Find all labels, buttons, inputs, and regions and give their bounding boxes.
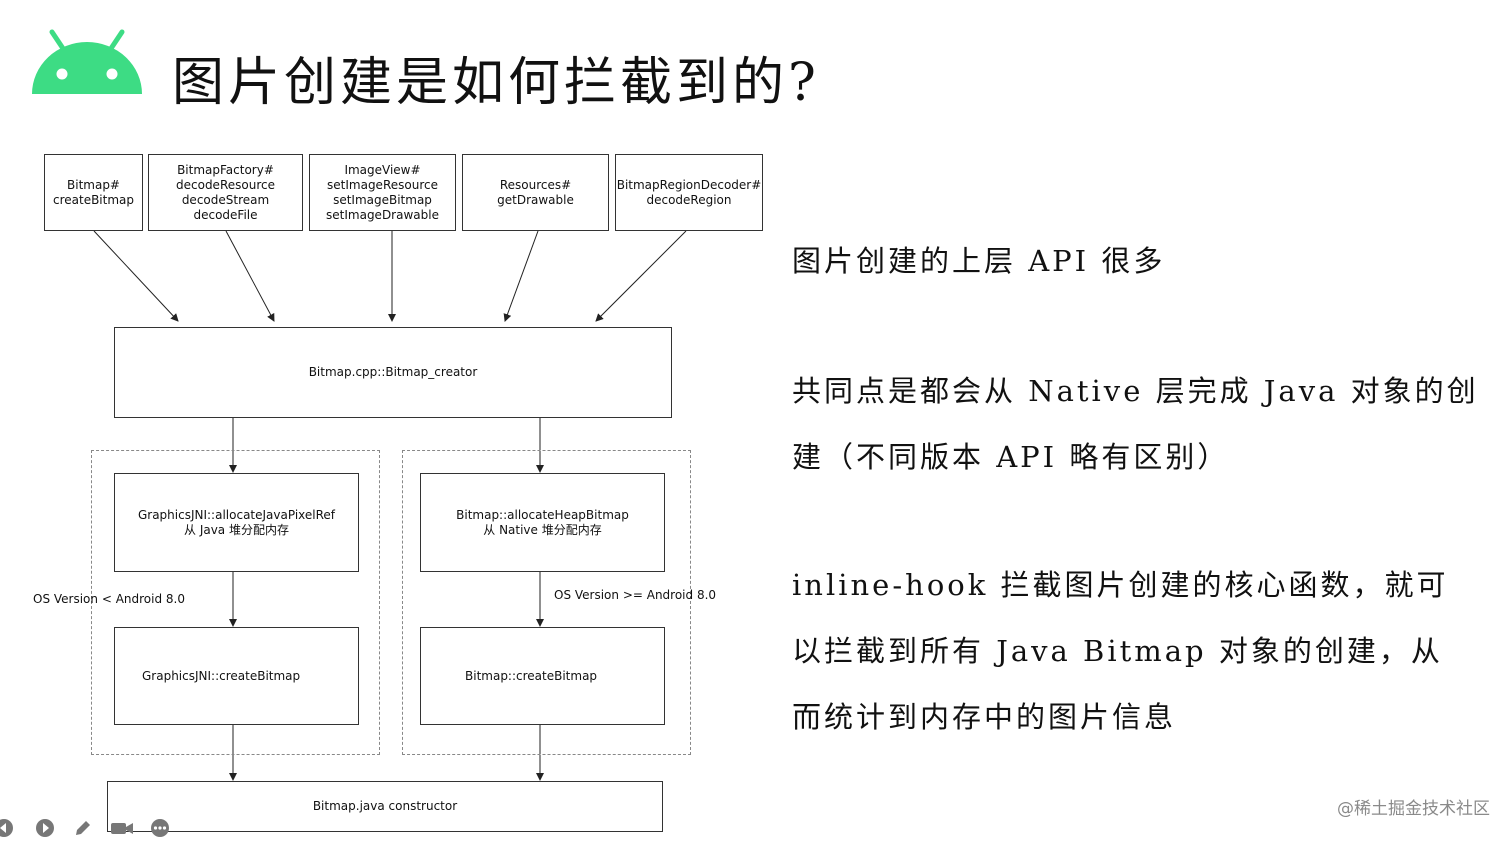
- watermark: @稀土掘金技术社区: [1337, 799, 1490, 819]
- api-box-imageview: ImageView# setImageResource setImageBitm…: [309, 154, 456, 231]
- condition-label-new: OS Version >= Android 8.0: [554, 588, 717, 602]
- graphics-jni-create-box: GraphicsJNI::createBitmap: [114, 627, 359, 725]
- android-logo-icon: [32, 29, 142, 94]
- slide-title: 图片创建是如何拦截到的?: [172, 53, 820, 113]
- condition-label-old: OS Version < Android 8.0: [33, 592, 185, 606]
- api-box-resources: Resources# getDrawable: [462, 154, 609, 231]
- java-alloc-box: GraphicsJNI::allocateJavaPixelRef 从 Java…: [114, 473, 359, 572]
- note-inline-hook: inline-hook 拦截图片创建的核心函数，就可 以拦截到所有 Java B…: [792, 568, 1449, 734]
- java-heap-group: [91, 450, 380, 755]
- api-box-bitmap: Bitmap# createBitmap: [44, 154, 143, 231]
- prev-icon[interactable]: [0, 818, 14, 838]
- api-box-bitmap-factory: BitmapFactory# decodeResource decodeStre…: [148, 154, 303, 231]
- arrow-resources: [503, 230, 539, 322]
- native-heap-group: [402, 450, 691, 755]
- camera-icon[interactable]: [110, 818, 134, 838]
- bitmap-constructor-box: Bitmap.java constructor: [107, 781, 663, 832]
- bitmap-create-box: Bitmap::createBitmap: [420, 627, 665, 725]
- presentation-toolbar: [0, 814, 180, 842]
- api-box-region-decoder: BitmapRegionDecoder# decodeRegion: [615, 154, 763, 231]
- bitmap-creator-box: Bitmap.cpp::Bitmap_creator: [114, 327, 672, 418]
- note-api-many: 图片创建的上层 API 很多: [792, 244, 1166, 278]
- diagram-arrows: [93, 230, 687, 781]
- arrow-bitmap: [93, 230, 179, 322]
- native-alloc-box: Bitmap::allocateHeapBitmap 从 Native 堆分配内…: [420, 473, 665, 572]
- pen-icon[interactable]: [73, 818, 93, 838]
- note-common-point: 共同点是都会从 Native 层完成 Java 对象的创 建（不同版本 API …: [792, 374, 1479, 474]
- arrow-region: [595, 230, 687, 322]
- arrow-factory: [225, 230, 275, 322]
- more-icon[interactable]: [150, 818, 170, 838]
- play-icon[interactable]: [35, 818, 55, 838]
